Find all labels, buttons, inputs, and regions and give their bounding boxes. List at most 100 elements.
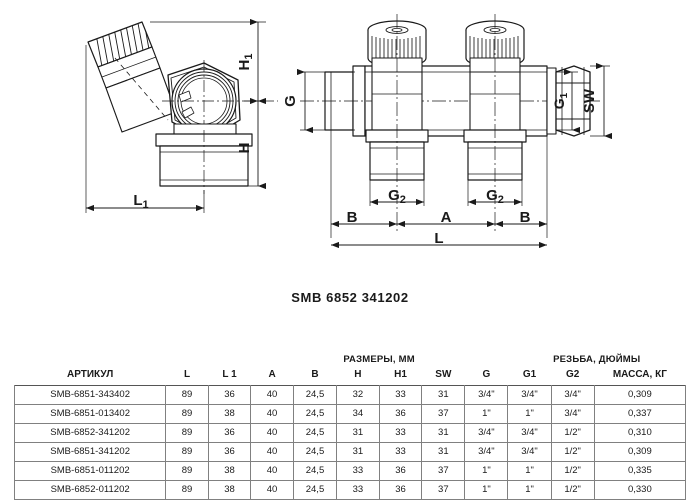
cell-a: 40 <box>250 385 294 405</box>
cell-l: 89 <box>165 461 209 481</box>
table-head: РАЗМЕРЫ, ММ РЕЗЬБА, ДЮЙМЫ АРТИКУЛ L L 1 … <box>15 352 686 386</box>
dim-label-SW: SW <box>581 88 598 113</box>
cell-g2: 1/2" <box>550 461 595 481</box>
cell-h1: 33 <box>378 385 423 405</box>
cell-g: 1" <box>464 404 509 424</box>
cell-mass: 0,337 <box>593 404 687 424</box>
cell-h: 34 <box>336 404 380 424</box>
angled-knob <box>87 21 177 133</box>
right-manifold-drawing: G G1 SW <box>282 14 613 249</box>
group-header-article-placeholder <box>15 352 166 367</box>
column-header-H: H <box>354 369 362 380</box>
cell-article: SMB-6851-011202 <box>13 461 167 481</box>
cell-g1: 1" <box>507 404 552 424</box>
cell-g1: 3/4" <box>507 423 552 443</box>
column-header-mass: МАССА, КГ <box>612 369 667 380</box>
cell-sw: 37 <box>421 461 466 481</box>
cell-g2: 3/4" <box>550 404 595 424</box>
cell-l1: 38 <box>207 461 252 481</box>
dim-L: L <box>331 230 547 249</box>
dim-H1: H1 <box>236 18 267 105</box>
cell-sw: 37 <box>421 404 466 424</box>
cell-sw: 31 <box>421 423 466 443</box>
cell-l: 89 <box>165 404 209 424</box>
dim-chain-BAB: B A B <box>330 130 548 238</box>
cell-g1: 3/4" <box>507 385 552 405</box>
product-code-caption: SMB 6852 341202 <box>291 290 409 305</box>
cell-l1: 36 <box>207 385 252 405</box>
cell-l1: 38 <box>207 404 252 424</box>
column-header-article: АРТИКУЛ <box>66 369 114 380</box>
cell-g2: 1/2" <box>550 480 595 500</box>
dim-label-B-right: B <box>520 209 531 226</box>
cell-a: 40 <box>250 461 294 481</box>
cell-l1: 36 <box>207 423 252 443</box>
cell-mass: 0,330 <box>593 480 687 500</box>
cell-h: 33 <box>336 461 380 481</box>
group-header-blank-mid <box>465 352 508 367</box>
cell-h1: 36 <box>378 461 423 481</box>
dim-label-L1: L1 <box>133 192 148 211</box>
dim-G2-right: G2 <box>467 180 523 206</box>
column-header-L1: L 1 <box>222 369 237 380</box>
column-header-L: L <box>183 369 191 380</box>
dim-label-L: L <box>434 230 443 247</box>
cell-h1: 36 <box>378 404 423 424</box>
dim-label-B-left: B <box>347 209 358 226</box>
column-header-B: B <box>311 369 319 380</box>
cell-a: 40 <box>250 442 294 462</box>
cell-g: 3/4" <box>464 385 509 405</box>
column-header-H1: H1 <box>394 369 407 380</box>
cell-h1: 36 <box>378 480 423 500</box>
cell-h: 33 <box>336 480 380 500</box>
dim-L1: L1 <box>86 192 204 212</box>
knob-assembly-left <box>365 14 429 232</box>
cell-mass: 0,310 <box>593 423 687 443</box>
technical-drawing-area: H1 H L1 <box>85 14 613 249</box>
column-header-A: A <box>268 369 276 380</box>
table-column-header-row: АРТИКУЛ L L 1 A B H H1 SW G G1 G2 МАССА,… <box>15 367 686 386</box>
cell-l: 89 <box>165 442 209 462</box>
cell-g: 3/4" <box>464 423 509 443</box>
cell-b: 24,5 <box>292 385 338 405</box>
cell-g2: 1/2" <box>550 423 595 443</box>
cell-b: 24,5 <box>292 480 338 500</box>
cell-h: 32 <box>336 385 380 405</box>
lower-outlet <box>155 123 253 194</box>
cell-a: 40 <box>250 423 294 443</box>
dim-label-G2-left: G2 <box>388 187 406 206</box>
dim-label-A: A <box>441 209 452 226</box>
column-header-SW: SW <box>435 369 452 380</box>
table-group-header-row: РАЗМЕРЫ, ММ РЕЗЬБА, ДЮЙМЫ <box>15 352 686 367</box>
cell-b: 24,5 <box>292 423 338 443</box>
cell-sw: 31 <box>421 385 466 405</box>
cell-g: 1" <box>464 480 509 500</box>
cell-h1: 33 <box>378 442 423 462</box>
group-header-dimensions: РАЗМЕРЫ, ММ <box>343 354 415 365</box>
technical-drawing-svg: H1 H L1 <box>85 14 613 249</box>
cell-h: 31 <box>336 442 380 462</box>
column-header-G: G <box>482 369 491 380</box>
cell-l1: 38 <box>207 480 252 500</box>
group-header-blank-left <box>166 352 294 367</box>
cell-l: 89 <box>165 385 209 405</box>
cell-sw: 31 <box>421 442 466 462</box>
cell-mass: 0,335 <box>593 461 687 481</box>
dim-label-G2-right: G2 <box>486 187 504 206</box>
cell-l: 89 <box>165 480 209 500</box>
group-header-thread: РЕЗЬБА, ДЮЙМЫ <box>553 354 641 365</box>
cell-l: 89 <box>165 423 209 443</box>
dim-label-G: G <box>282 95 299 107</box>
dim-G2-left: G2 <box>369 180 425 206</box>
cell-article: SMB-6852-341202 <box>13 423 167 443</box>
cell-a: 40 <box>250 480 294 500</box>
cell-mass: 0,309 <box>593 385 687 405</box>
knob-assembly-right <box>463 14 527 232</box>
column-header-G2: G2 <box>565 369 580 380</box>
cell-l1: 36 <box>207 442 252 462</box>
